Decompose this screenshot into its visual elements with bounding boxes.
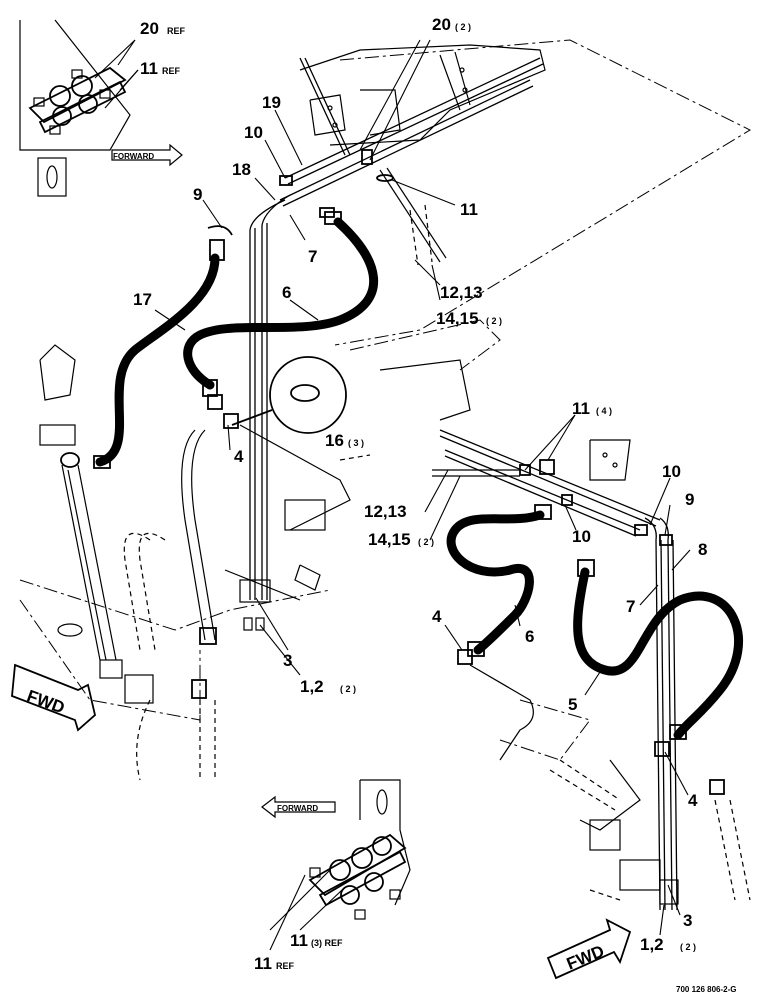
detail-inset-top [19,19,183,197]
hose-5 [573,559,743,740]
forward-arrow-bottom [261,795,336,819]
label-11a: 11 [460,200,478,219]
label-11-ref-top: 11 [140,59,158,78]
o-ring-detail [231,356,347,434]
label-fwd-right: FWD [564,941,607,973]
label-20-2: 20 [432,15,451,34]
cylinder-left [39,344,154,704]
clamp-assembly-bottom [308,833,407,920]
label-20-ref-sup: REF [167,26,186,36]
label-3a: 3 [283,651,292,670]
label-14-15b: 14,15 [368,530,411,549]
label-1-2a-sup: ( 2 ) [340,684,356,694]
label-11-ref-b1-sup: (3) REF [311,938,343,948]
label-9a: 9 [193,185,202,204]
frame-outline-upper [299,39,752,346]
label-10c: 10 [572,527,591,546]
hose-6-lower [446,504,552,657]
lower-right-fittings [457,649,751,905]
detail-inset-bottom [261,779,411,920]
callout-labels: 20 REF 11 REF FORWARD 20 ( 2 ) 19 10 18 … [24,15,736,994]
label-4b: 4 [432,607,442,626]
label-11-ref-b1: 11 [290,931,308,950]
label-8: 8 [698,540,707,559]
label-fwd-left: FWD [24,686,67,717]
label-12-13b: 12,13 [364,502,407,521]
label-10a: 10 [244,123,263,142]
label-14-15a-sup: ( 2 ) [486,316,502,326]
label-11-ref-top-sup: REF [162,66,181,76]
steel-tubes-right [432,429,678,911]
drawing-number: 700 126 806-2-G [676,985,737,994]
label-6b: 6 [525,627,534,646]
clamp-assembly-top [28,66,127,135]
label-18: 18 [232,160,251,179]
label-9b: 9 [685,490,694,509]
label-12-13a: 12,13 [440,283,483,302]
label-1-2b: 1,2 [640,935,664,954]
label-14-15a: 14,15 [436,309,479,328]
label-11-ref-b2-sup: REF [276,961,295,971]
label-6a: 6 [282,283,291,302]
label-19: 19 [262,93,281,112]
label-4c: 4 [688,791,698,810]
label-16: 16 [325,431,344,450]
leader-lines [154,39,691,951]
forward-arrow-top [111,143,183,167]
label-11-4-sup: ( 4 ) [596,406,612,416]
fwd-arrow-left [11,663,96,732]
label-11-4: 11 [572,399,590,418]
label-5: 5 [568,695,577,714]
label-7b: 7 [626,597,635,616]
frame-outline-right [349,319,631,761]
hose-17 [93,225,233,469]
label-10b: 10 [662,462,681,481]
label-20-2-sup: ( 2 ) [455,22,471,32]
label-1-2a: 1,2 [300,677,324,696]
label-1-2b-sup: ( 2 ) [680,942,696,952]
frame-lower-left [19,394,371,781]
label-4a: 4 [234,447,244,466]
label-17: 17 [133,290,152,309]
label-3b: 3 [683,911,692,930]
label-7a: 7 [308,247,317,266]
label-11-ref-b2: 11 [254,954,272,973]
fwd-arrow-right [546,918,632,980]
label-14-15b-sup: ( 2 ) [418,537,434,547]
label-forward-top: FORWARD [113,152,154,161]
bracket-plate [37,157,67,197]
label-20-ref: 20 [140,19,159,38]
steel-tubes-upper [249,57,544,600]
label-forward-bottom: FORWARD [277,804,318,813]
hose-6-upper [183,211,379,397]
label-16-sup: ( 3 ) [348,438,364,448]
